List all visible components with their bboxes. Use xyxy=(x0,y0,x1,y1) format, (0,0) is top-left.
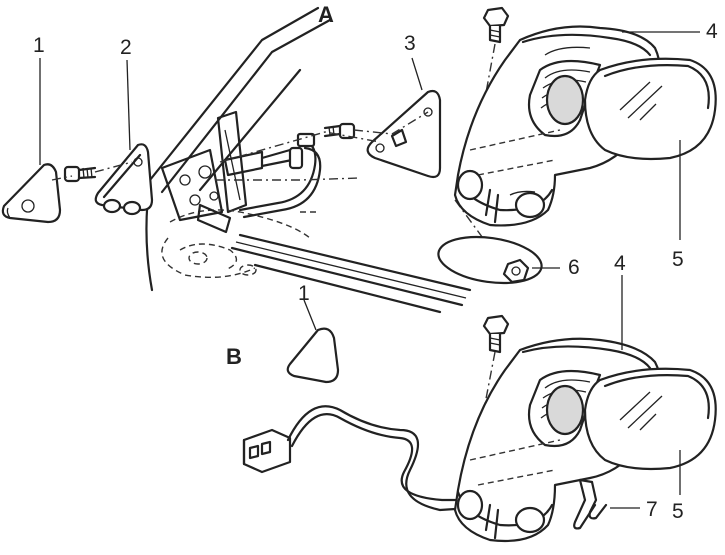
callout-1-b: 1 xyxy=(298,282,310,305)
mirror-glass-b xyxy=(583,367,717,471)
mirror-glass-a xyxy=(583,57,717,161)
inner-cover-triangle xyxy=(366,89,442,179)
callout-2: 2 xyxy=(120,36,132,59)
triangle-cover-b xyxy=(286,327,340,384)
mounting-bracket-triangle xyxy=(63,143,154,216)
section-label-b: B xyxy=(226,344,242,369)
alignment-line-b xyxy=(479,351,496,431)
alignment-lines-a xyxy=(51,43,511,276)
mount-plate xyxy=(160,132,322,234)
callout-5-b: 5 xyxy=(672,500,684,523)
callout-1-a: 1 xyxy=(33,34,45,57)
callout-3: 3 xyxy=(404,32,416,55)
leader-lines xyxy=(39,31,700,509)
gasket-6 xyxy=(437,235,543,285)
callout-5-a: 5 xyxy=(672,248,684,271)
callout-4-a: 4 xyxy=(706,20,718,43)
bolt-b xyxy=(482,314,510,354)
clip-7 xyxy=(573,478,608,530)
wiring-harness-b xyxy=(242,405,472,512)
screw-a1 xyxy=(63,165,97,183)
bolt-a xyxy=(482,6,510,44)
section-label-a: A xyxy=(318,2,334,27)
callout-4-b: 4 xyxy=(614,252,626,275)
triangle-cover-a xyxy=(1,163,62,224)
door-frame xyxy=(145,6,472,314)
callout-7: 7 xyxy=(646,498,658,521)
callout-6: 6 xyxy=(568,256,580,279)
